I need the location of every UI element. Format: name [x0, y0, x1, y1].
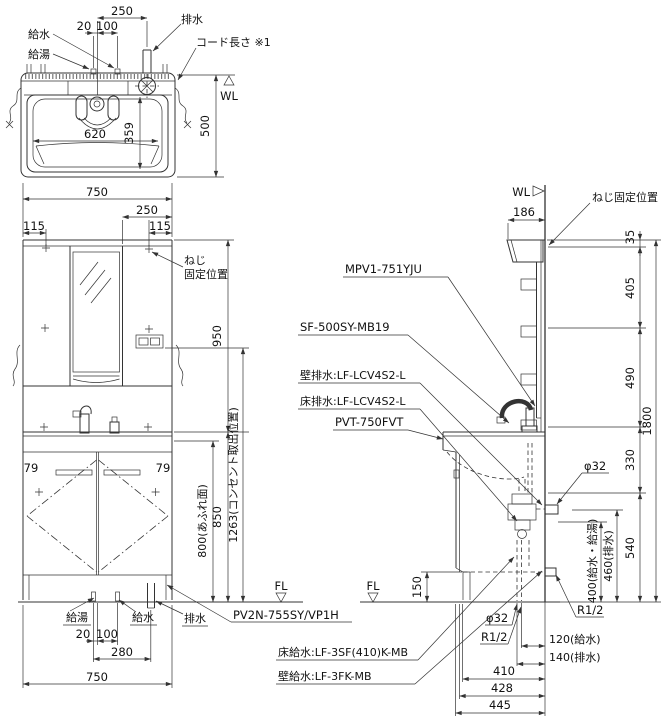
front-faucet — [72, 405, 120, 434]
label-cord-length: コード長さ ※1 — [196, 36, 271, 49]
top-view-faucet — [75, 95, 120, 130]
dim-115-left: 115 — [23, 219, 45, 233]
label-supply-water-top: 給水 — [28, 27, 50, 41]
dim-800-overflow: 800(あふれ面) — [196, 484, 209, 558]
top-view: 250 20 100 給水 給湯 排水 コード長さ ※1 WL 500 620 … — [5, 4, 271, 178]
part-floor-supply: 床給水:LF-3SF(410)K-MB — [278, 645, 408, 659]
label-wl-top: WL — [220, 89, 238, 103]
dim-35: 35 — [623, 230, 637, 245]
dim-250-top: 250 — [111, 4, 133, 18]
dim-428: 428 — [491, 681, 513, 695]
dim-250-front: 250 — [136, 203, 158, 217]
dim-850: 850 — [210, 506, 224, 528]
dim-950: 950 — [210, 325, 224, 347]
label-screw-fix-1: ねじ — [184, 254, 206, 267]
outlet-unit — [135, 334, 164, 349]
dim-400-supply: 400(給水・給湯) — [585, 519, 599, 604]
label-fl-side: FL — [366, 579, 380, 593]
dim-750-bottom: 750 — [86, 670, 108, 684]
dim-140-drain: 140(排水) — [549, 650, 601, 664]
front-view: 79 79 950 850 800(あふれ面) 1263(コンセント取出位置) … — [12, 239, 352, 688]
side-faucet — [496, 398, 538, 433]
part-counter: PVT-750FVT — [335, 415, 404, 429]
top-view-leaders — [52, 23, 197, 81]
wl-level-mark — [223, 75, 235, 86]
cabinet-side — [453, 452, 545, 600]
front-cords — [12, 344, 184, 387]
label-drain-bottom: 排水 — [184, 611, 206, 625]
mirror-cabinet-front — [69, 246, 123, 386]
dim-280: 280 — [111, 645, 133, 659]
side-view-leaders — [276, 202, 609, 685]
part-mirror-cabinet: MPV1-751YJU — [345, 262, 422, 276]
top-view-pipes — [26, 49, 168, 75]
dim-186: 186 — [513, 205, 535, 219]
label-drain-top: 排水 — [181, 12, 203, 26]
dim-1800: 1800 — [640, 406, 654, 435]
front-view-top-dimensions: 750 250 115 115 ねじ 固定位置 — [22, 183, 228, 281]
dim-79-left: 79 — [24, 461, 39, 475]
label-screw-fix-side: ねじ固定位置 — [592, 190, 658, 204]
side-view: WL ねじ固定位置 186 35 405 490 330 540 1800 40… — [276, 185, 661, 716]
counter-side — [442, 431, 545, 480]
fl-level-mark-front — [275, 592, 287, 603]
part-faucet: SF-500SY-MB19 — [300, 320, 390, 334]
mirror-cabinet-side — [506, 239, 545, 432]
part-wall-drain: 壁排水:LF-LCV4S2-L — [300, 368, 406, 382]
dim-500: 500 — [198, 115, 212, 137]
dim-490: 490 — [623, 367, 637, 389]
dim-330: 330 — [623, 449, 637, 471]
label-screw-fix-2: 固定位置 — [184, 267, 228, 281]
dim-359: 359 — [122, 122, 136, 144]
wall-supply-stub — [544, 567, 557, 577]
dim-620: 620 — [84, 127, 106, 141]
dim-phi32-wall: φ32 — [584, 459, 606, 473]
cabinet-doors — [26, 452, 169, 575]
dim-phi32-floor: φ32 — [486, 611, 508, 625]
front-view-bottom-leaders — [63, 584, 352, 627]
part-wall-supply: 壁給水:LF-3FK-MB — [278, 669, 372, 683]
top-view-cords — [5, 87, 192, 129]
label-supply-hot-top: 給湯 — [28, 47, 50, 61]
dim-120-supply: 120(給水) — [549, 632, 601, 646]
side-plumbing — [507, 443, 559, 601]
wall-drain-stub — [544, 504, 559, 515]
dim-445: 445 — [489, 698, 511, 712]
dim-115-right: 115 — [149, 219, 171, 233]
part-cabinet: PV2N-755SY/VP1H — [233, 608, 339, 622]
label-wl-side: WL — [512, 185, 530, 199]
dim-150: 150 — [410, 576, 424, 598]
fl-level-mark-side — [367, 592, 379, 603]
dim-r12-floor: R1/2 — [481, 630, 508, 644]
legs-and-stubs — [28, 575, 167, 609]
dim-405: 405 — [623, 277, 637, 299]
label-fl-front: FL — [274, 579, 288, 593]
label-supply-water-bottom: 給水 — [132, 610, 154, 624]
side-view-extension-lines — [421, 239, 661, 573]
part-floor-drain: 床排水:LF-LCV4S2-L — [300, 394, 406, 408]
dim-1263-outlet: 1263(コンセント取出位置) — [226, 407, 240, 543]
screw-position-marks — [35, 244, 160, 496]
wl-level-mark-side — [532, 185, 545, 197]
front-view-bottom-dimensions — [22, 603, 173, 688]
dim-100-top: 100 — [96, 19, 118, 33]
dim-750-top: 750 — [86, 185, 108, 199]
dim-540: 540 — [623, 537, 637, 559]
dim-460-drain: 460(排水) — [601, 530, 615, 582]
side-view-dimensions — [424, 217, 659, 603]
dim-20-top: 20 — [77, 19, 92, 33]
dim-100-bottom: 100 — [96, 627, 118, 641]
dim-79-right: 79 — [156, 461, 171, 475]
top-view-drain-symbol — [135, 74, 159, 98]
front-view-right-dimensions — [165, 239, 249, 603]
dim-410: 410 — [493, 664, 515, 678]
dim-r12-wall: R1/2 — [577, 603, 604, 617]
label-supply-hot-bottom: 給湯 — [66, 610, 88, 624]
dim-20-bottom: 20 — [76, 627, 91, 641]
top-view-dimensions — [32, 15, 235, 178]
